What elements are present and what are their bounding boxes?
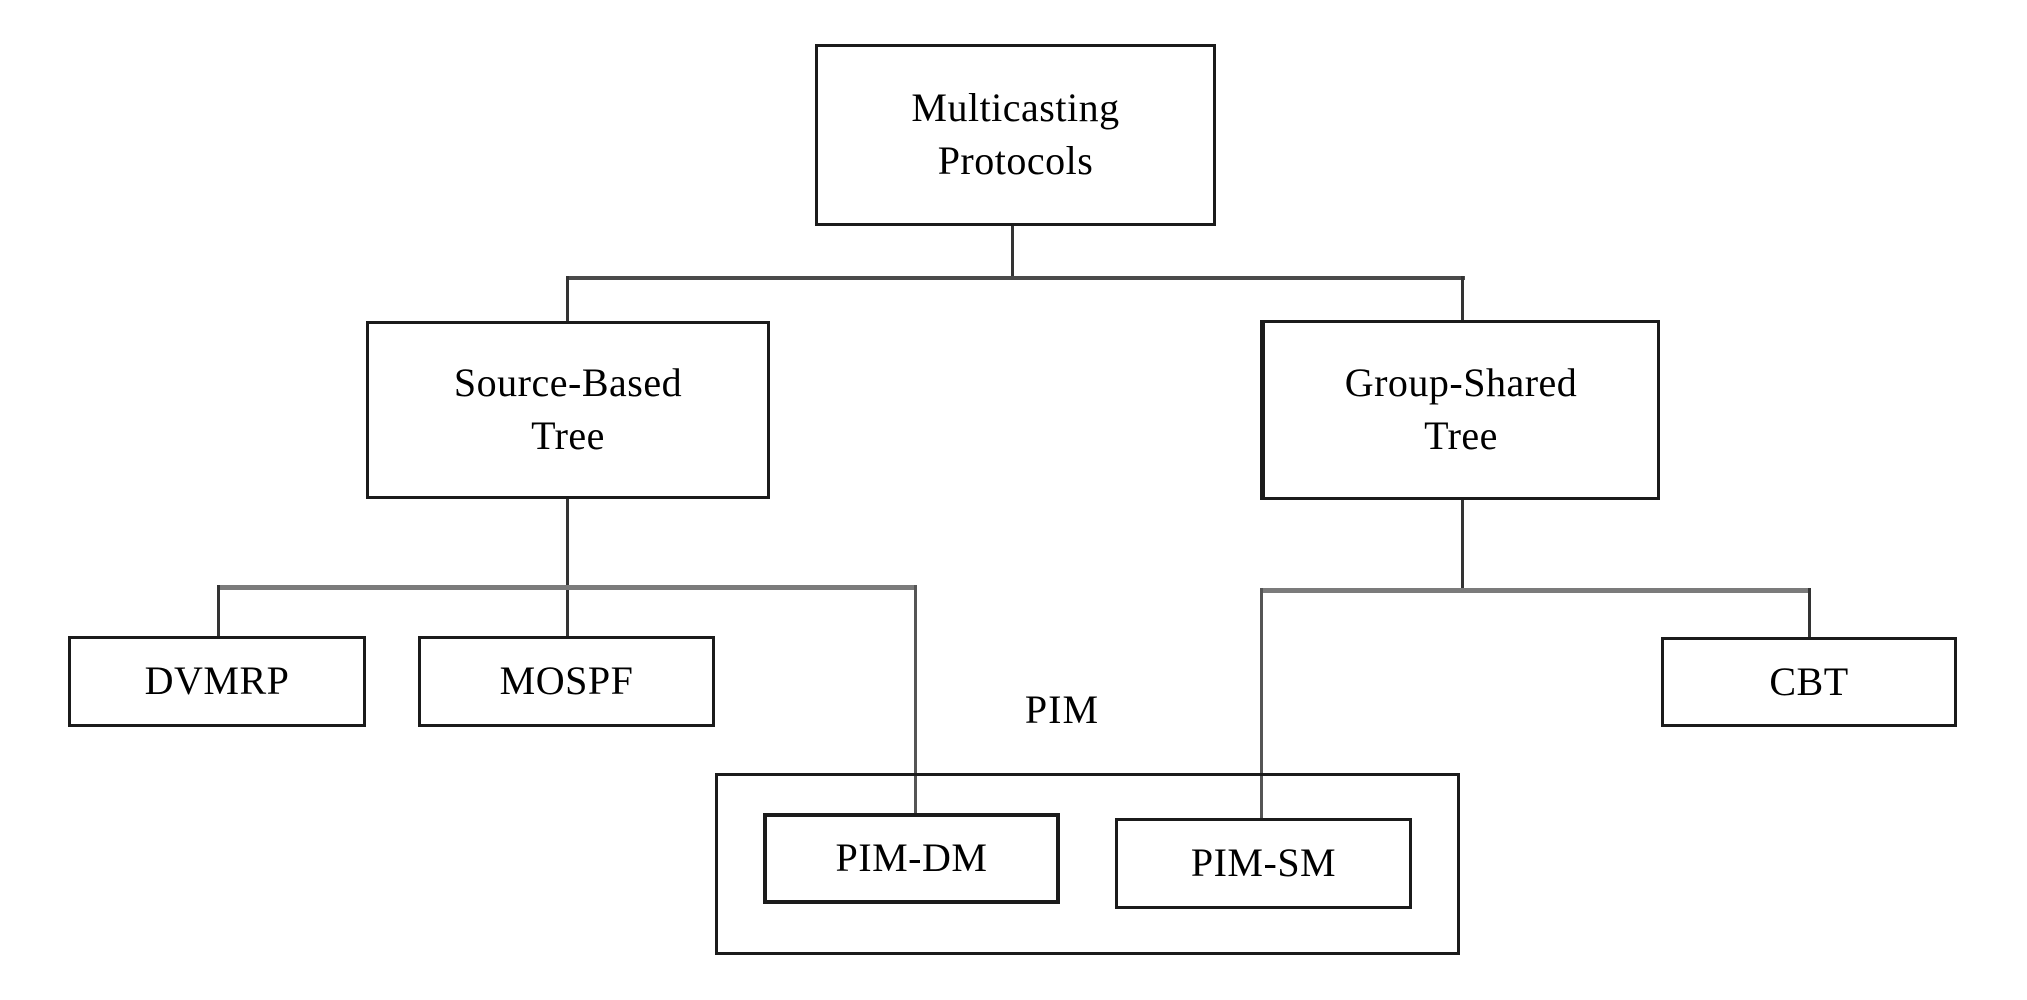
node-cbt-label: CBT: [1769, 658, 1849, 704]
node-multicasting-protocols: Multicasting Protocols: [815, 44, 1216, 226]
node-multicasting-protocols-label-line1: Multicasting: [911, 85, 1120, 131]
node-cbt: CBT: [1661, 637, 1957, 727]
node-group-shared-tree: Group-Shared Tree: [1260, 320, 1660, 500]
node-mospf-label: MOSPF: [499, 658, 634, 704]
node-group-shared-tree-label-line1: Group-Shared: [1344, 360, 1578, 406]
connector-cbt-drop: [1808, 588, 1811, 639]
connector-pim-dm-drop: [914, 585, 917, 850]
node-pim-sm-label: PIM-SM: [1190, 840, 1337, 886]
node-dvmrp: DVMRP: [68, 636, 366, 727]
connector-level1-horizontal: [566, 276, 1465, 280]
connector-source-based-stem: [566, 498, 569, 638]
connector-group-children-horizontal: [1260, 588, 1811, 593]
node-mospf: MOSPF: [418, 636, 715, 727]
pim-group-label: PIM: [1024, 687, 1100, 732]
connector-source-based-drop: [566, 276, 569, 323]
pim-group-box: [715, 773, 1460, 955]
node-group-shared-tree-label-line2: Tree: [1424, 413, 1498, 458]
connector-group-shared-stem: [1461, 499, 1464, 591]
connector-pim-sm-drop: [1260, 588, 1263, 852]
node-source-based-tree: Source-Based Tree: [366, 321, 770, 499]
node-source-based-tree-label-line1: Source-Based: [453, 360, 683, 406]
node-pim-dm-label: PIM-DM: [835, 835, 988, 881]
node-source-based-tree-label-line2: Tree: [531, 413, 605, 458]
node-pim-dm: PIM-DM: [763, 813, 1060, 904]
connector-root-stem: [1011, 226, 1014, 278]
connector-dvmrp-drop: [217, 585, 220, 638]
connector-group-shared-drop: [1461, 276, 1464, 322]
node-dvmrp-label: DVMRP: [144, 658, 290, 704]
node-multicasting-protocols-label-line2: Protocols: [937, 138, 1094, 183]
connector-source-children-horizontal: [217, 585, 917, 590]
node-pim-sm: PIM-SM: [1115, 818, 1412, 909]
